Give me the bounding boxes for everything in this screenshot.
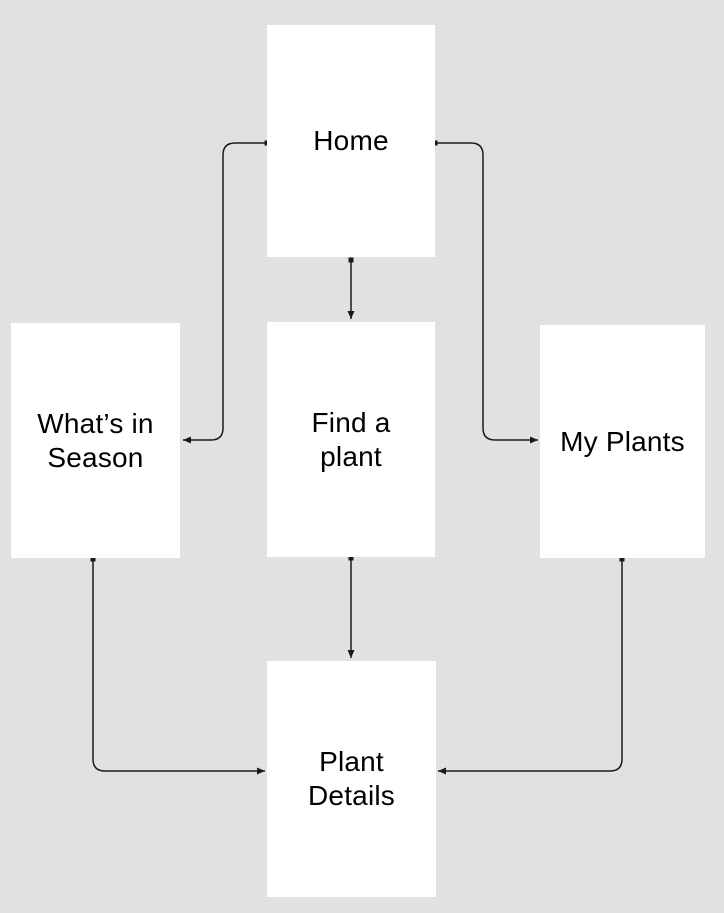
node-label-home: Home	[313, 125, 389, 156]
node-home[interactable]: Home	[267, 25, 435, 257]
node-label-find-a-plant: Find a plant	[311, 406, 391, 472]
node-whats-in-season[interactable]: What’s in Season	[11, 323, 180, 558]
node-plant-details[interactable]: Plant Details	[267, 661, 436, 897]
node-label-my-plants: My Plants	[560, 425, 685, 457]
node-label-plant-details: Plant Details	[308, 746, 395, 811]
node-find-a-plant[interactable]: Find a plant	[267, 322, 435, 557]
node-my-plants[interactable]: My Plants	[540, 325, 705, 558]
connector-home-to-my-plants	[432, 140, 538, 444]
connector-whats-in-season-to-plant-details	[90, 556, 265, 775]
node-label-whats-in-season: What’s in Season	[37, 407, 154, 473]
connector-my-plants-to-plant-details	[438, 556, 625, 775]
connector-home-to-whats-in-season	[183, 140, 270, 444]
